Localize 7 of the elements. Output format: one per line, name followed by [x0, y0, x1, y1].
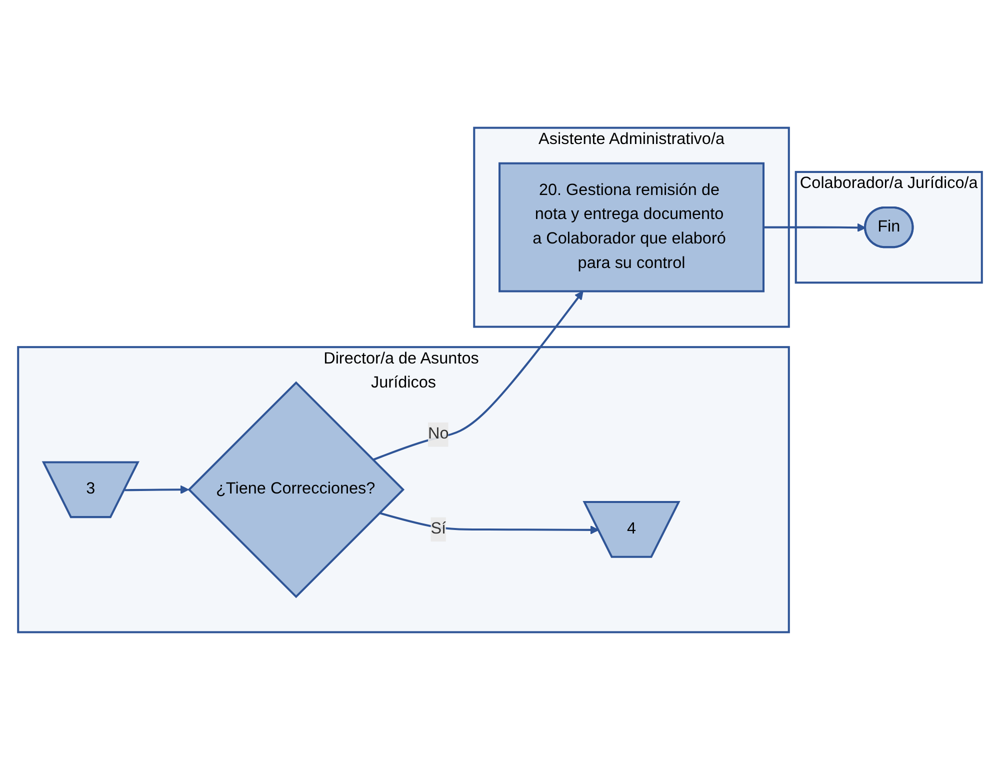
arrow — [124, 484, 189, 494]
node-box: 20. Gestiona remisión de nota y entrega documento a Colaborador que elaboró para su control — [498, 162, 765, 292]
arrow — [764, 222, 866, 232]
edge-label: No — [428, 424, 449, 442]
arrow — [379, 512, 599, 534]
edge-label: Sí — [430, 520, 446, 538]
arrow — [372, 290, 584, 460]
